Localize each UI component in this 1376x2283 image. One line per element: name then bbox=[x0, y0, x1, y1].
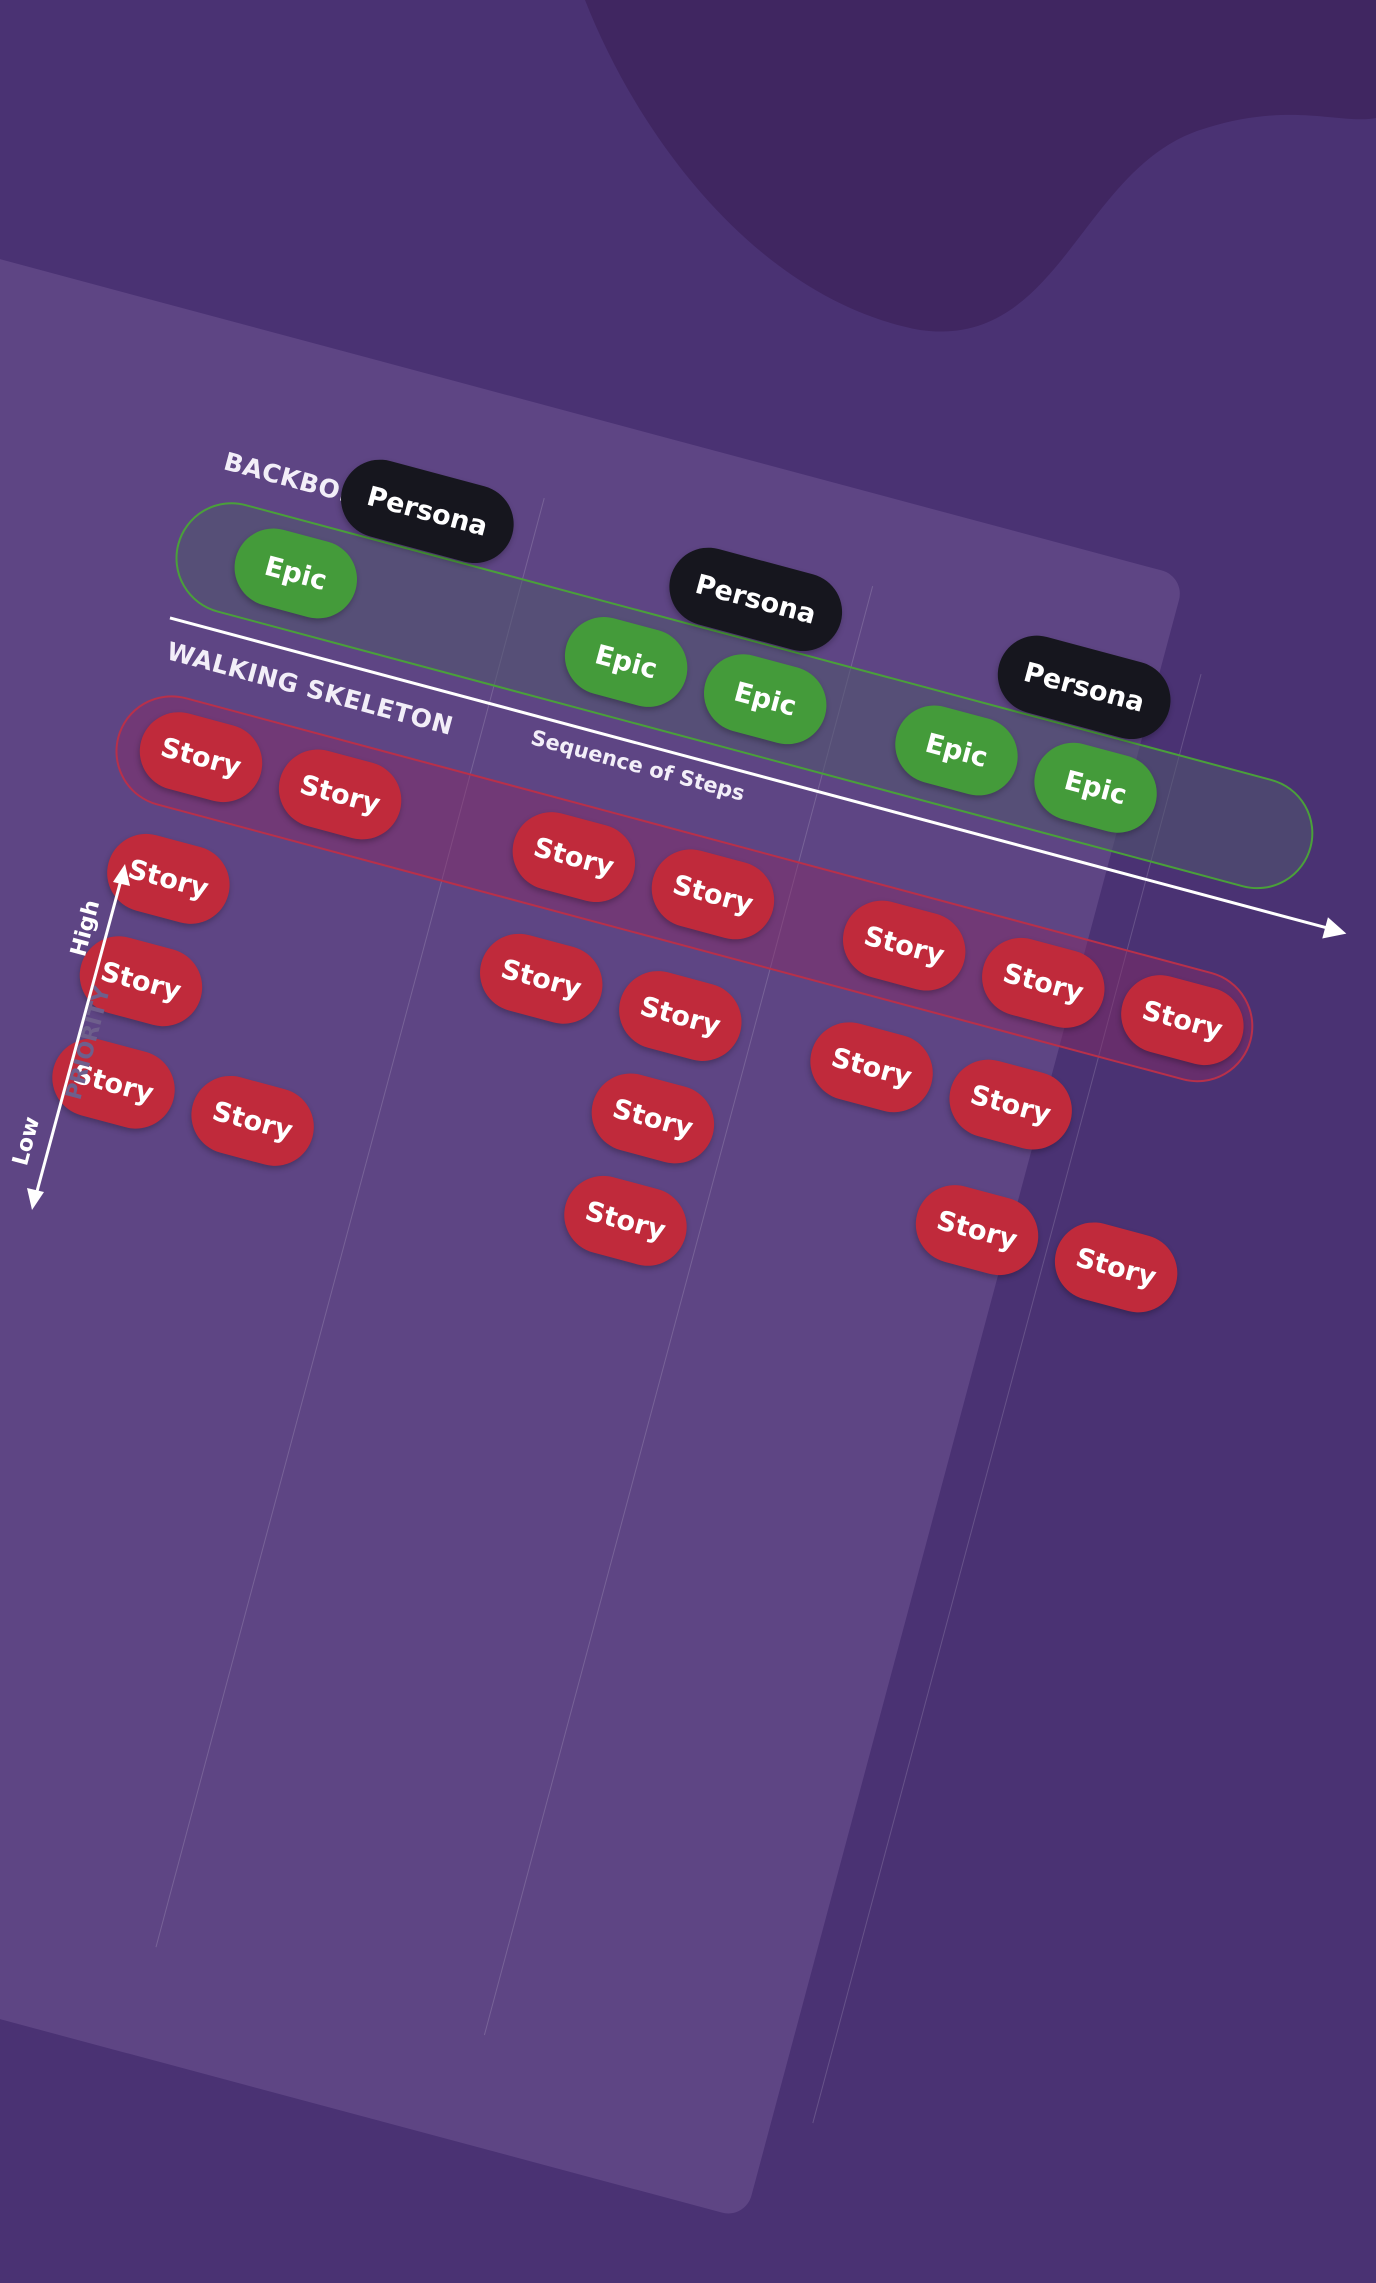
story-card[interactable]: Story bbox=[70, 927, 211, 1035]
story-card[interactable]: Story bbox=[555, 1167, 696, 1275]
story-card[interactable]: Story bbox=[471, 925, 612, 1033]
story-card[interactable]: Story bbox=[43, 1029, 184, 1138]
background-blob bbox=[585, 0, 1376, 332]
story-card[interactable]: Story bbox=[610, 962, 751, 1070]
story-card[interactable]: Story bbox=[98, 825, 239, 933]
story-card[interactable]: Story bbox=[801, 1013, 942, 1122]
story-card[interactable]: Story bbox=[582, 1064, 723, 1173]
story-card[interactable]: Story bbox=[182, 1067, 323, 1175]
